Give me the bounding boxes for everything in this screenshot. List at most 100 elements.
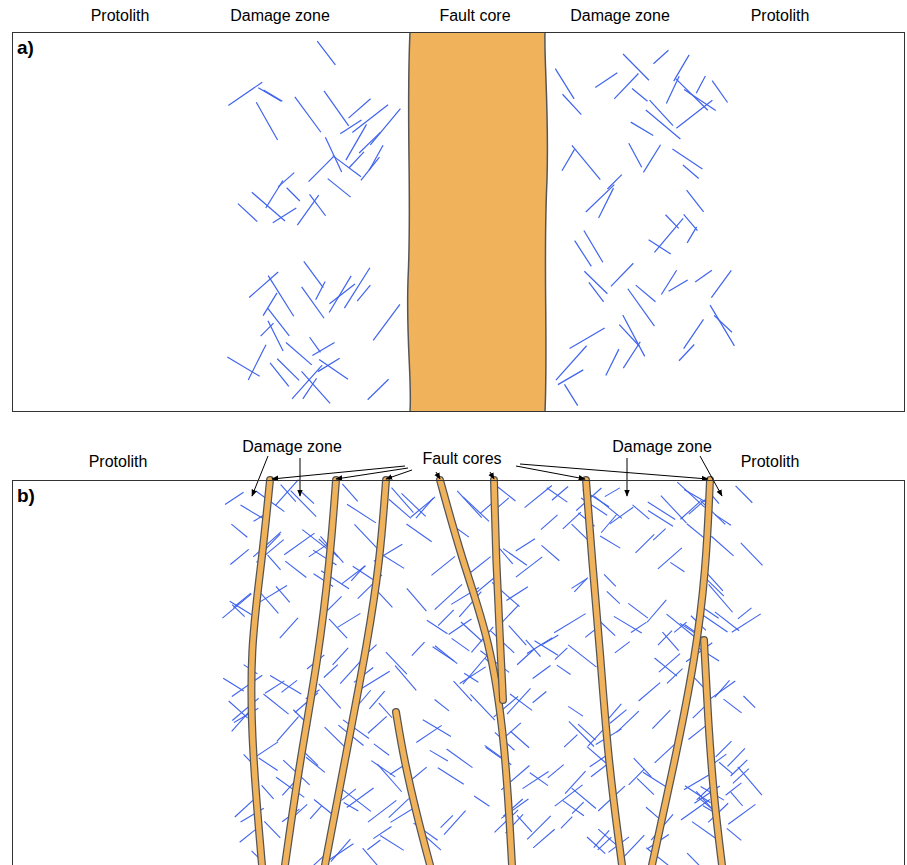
fracture	[463, 656, 487, 684]
fracture	[563, 512, 581, 529]
fracture	[542, 635, 558, 644]
fracture	[741, 543, 763, 565]
fracture	[654, 218, 683, 252]
fracture	[330, 284, 355, 304]
fracture	[724, 699, 742, 713]
fracture	[367, 840, 380, 850]
fracture	[562, 94, 581, 114]
fracture	[738, 767, 762, 795]
fault-core	[396, 712, 430, 865]
fracture	[646, 807, 659, 819]
fracture	[516, 539, 535, 551]
fault-core-edge	[652, 480, 710, 865]
fracture	[710, 305, 734, 346]
fracture	[256, 102, 277, 140]
fracture	[228, 82, 262, 105]
fracture	[368, 800, 396, 822]
fault-core	[586, 480, 622, 865]
fracture	[341, 789, 355, 801]
fracture	[312, 343, 334, 356]
fracture	[225, 492, 244, 504]
fracture	[572, 145, 600, 179]
fracture	[354, 524, 380, 551]
fracture	[728, 804, 755, 824]
fracture	[474, 796, 489, 806]
fracture	[610, 710, 627, 724]
fracture	[556, 346, 587, 380]
fault-core	[440, 480, 512, 865]
fracture	[264, 821, 280, 838]
fracture	[302, 493, 314, 504]
fracture	[736, 486, 753, 503]
fracture	[328, 179, 351, 198]
fracture	[658, 631, 672, 645]
fracture	[687, 190, 704, 212]
zone-label: Damage zone	[568, 7, 672, 25]
fracture	[395, 666, 416, 691]
fracture	[555, 69, 574, 99]
fracture	[569, 721, 594, 746]
panel: b)	[12, 480, 905, 865]
fracture	[302, 287, 324, 318]
fracture	[714, 315, 732, 332]
fracture	[407, 588, 427, 611]
fracture	[230, 601, 252, 615]
fault-core-edge	[325, 480, 386, 865]
fracture	[309, 156, 334, 181]
fracture	[347, 788, 374, 807]
fracture	[670, 562, 684, 571]
fracture	[329, 276, 351, 313]
fracture	[594, 830, 609, 847]
fracture	[497, 486, 516, 501]
fracture	[689, 500, 705, 514]
fracture	[614, 73, 638, 98]
fracture	[510, 731, 529, 747]
fault-core	[285, 480, 336, 865]
fracture	[268, 308, 289, 335]
fracture	[555, 785, 583, 806]
fracture	[738, 608, 752, 619]
fracture	[249, 272, 278, 297]
fault-core-edge	[396, 712, 430, 865]
fracture	[460, 667, 486, 684]
fracture	[575, 241, 592, 267]
fracture	[431, 556, 455, 575]
fracture	[605, 488, 620, 497]
fracture	[632, 89, 647, 102]
fracture	[509, 626, 526, 645]
fracture	[270, 676, 301, 694]
fracture	[523, 771, 549, 788]
fracture	[265, 681, 284, 693]
fracture	[373, 304, 400, 340]
fracture	[646, 110, 681, 139]
fracture	[238, 204, 257, 222]
fault-core-edge	[704, 640, 722, 865]
fracture	[608, 704, 622, 720]
zone-label: Damage zone	[240, 438, 344, 456]
fracture	[516, 557, 542, 577]
fracture	[342, 484, 357, 501]
fault-core-edge	[545, 32, 548, 412]
fault-core-edge	[408, 32, 411, 412]
fracture	[517, 650, 533, 665]
fracture	[552, 486, 568, 500]
fracture	[344, 268, 370, 308]
fault-core	[325, 480, 386, 865]
fracture	[611, 263, 633, 286]
fracture	[667, 614, 696, 637]
fracture	[623, 342, 640, 368]
fracture	[584, 271, 607, 293]
fault-core-band	[408, 32, 548, 412]
fracture	[530, 773, 548, 786]
fracture	[310, 806, 322, 819]
fracture	[525, 486, 552, 508]
fracture	[324, 91, 349, 126]
fracture	[412, 642, 425, 656]
fracture	[731, 760, 748, 776]
fracture	[281, 485, 296, 502]
fracture	[687, 853, 703, 865]
fault-core	[652, 480, 710, 865]
zone-label: Fault core	[437, 7, 512, 25]
fracture	[280, 618, 298, 638]
fault-core-fill	[494, 480, 503, 700]
